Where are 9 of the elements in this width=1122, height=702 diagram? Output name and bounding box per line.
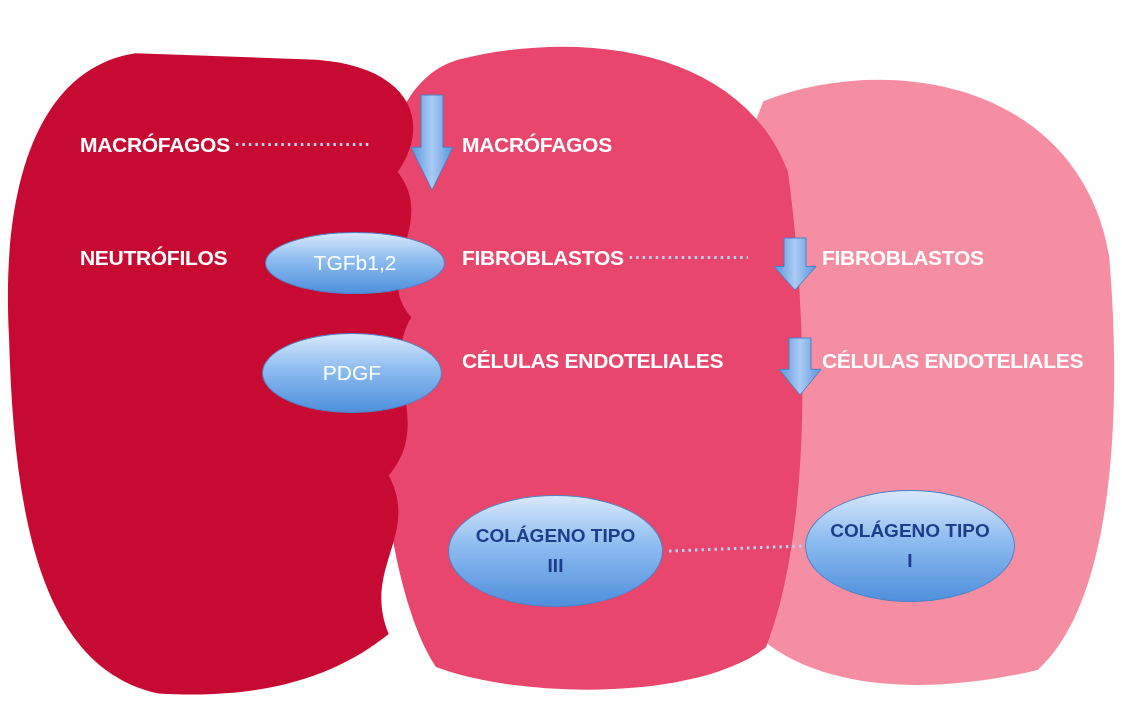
dotted-connector (629, 256, 748, 260)
cell-type-label: MACRÓFAGOS (80, 132, 230, 158)
cell-type-label: FIBROBLASTOS (822, 245, 984, 271)
cell-type-label: FIBROBLASTOS (462, 245, 624, 271)
cell-type-label: CÉLULAS ENDOTELIALES (462, 348, 724, 374)
cell-type-label: CÉLULAS ENDOTELIALES (822, 348, 1084, 374)
cell-type-label: MACRÓFAGOS (462, 132, 612, 158)
cell-type-label: NEUTRÓFILOS (80, 245, 228, 271)
dotted-connector (668, 544, 804, 553)
